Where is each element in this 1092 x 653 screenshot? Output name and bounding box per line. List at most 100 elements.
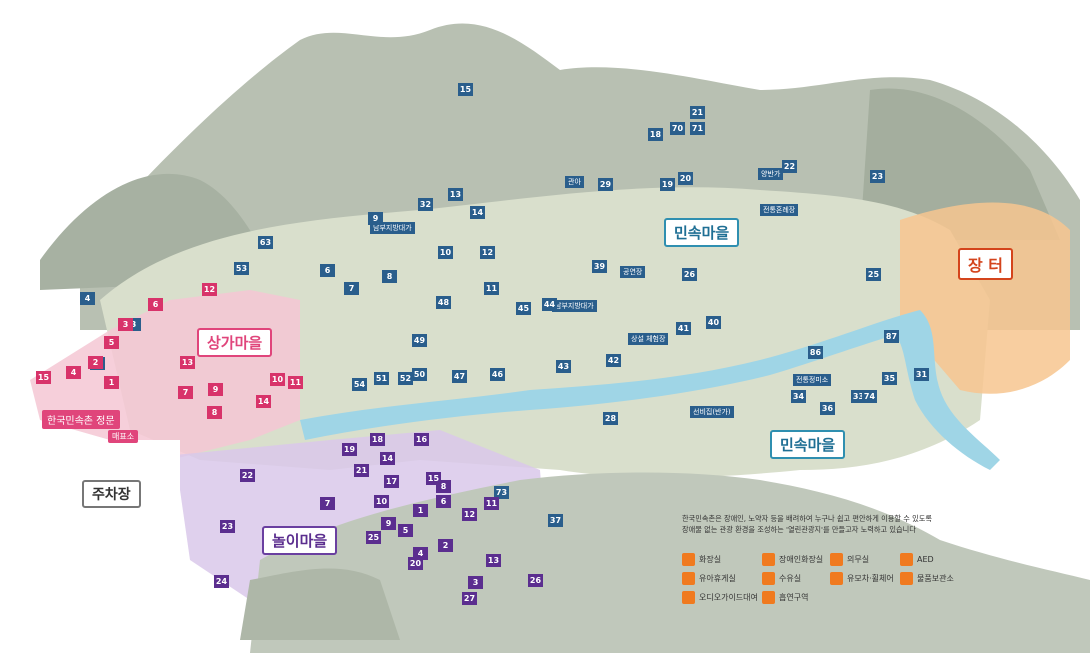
- map-pin-purple[interactable]: 11: [484, 497, 499, 510]
- building-label-south-house[interactable]: 남부지방대가: [370, 222, 415, 234]
- zone-label-parking[interactable]: 주차장: [82, 480, 141, 508]
- map-pin-pink[interactable]: 5: [104, 336, 119, 349]
- map-pin-purple[interactable]: 19: [342, 443, 357, 456]
- map-pin-blue[interactable]: 9: [368, 212, 383, 225]
- map-pin-blue[interactable]: 26: [682, 268, 697, 281]
- map-pin-blue[interactable]: 11: [484, 282, 499, 295]
- building-label-south-house-2[interactable]: 남부지방대가: [552, 300, 597, 312]
- map-pin-purple[interactable]: 9: [381, 517, 396, 530]
- map-pin-blue[interactable]: 40: [706, 316, 721, 329]
- map-pin-blue[interactable]: 25: [866, 268, 881, 281]
- zone-label-minsok-top[interactable]: 민속마을: [664, 218, 740, 247]
- map-pin-blue[interactable]: 13: [448, 188, 463, 201]
- map-pin-blue[interactable]: 39: [592, 260, 607, 273]
- map-pin-blue[interactable]: 74: [862, 390, 877, 403]
- map-pin-purple[interactable]: 6: [436, 495, 451, 508]
- map-pin-purple[interactable]: 4: [413, 547, 428, 560]
- map-pin-blue[interactable]: 87: [884, 330, 899, 343]
- map-pin-blue[interactable]: 31: [914, 368, 929, 381]
- map-pin-blue[interactable]: 51: [374, 372, 389, 385]
- map-pin-blue[interactable]: 10: [438, 246, 453, 259]
- map-pin-blue[interactable]: 19: [660, 178, 675, 191]
- map-pin-purple[interactable]: 12: [462, 508, 477, 521]
- map-pin-blue[interactable]: 6: [320, 264, 335, 277]
- map-pin-blue[interactable]: 32: [418, 198, 433, 211]
- map-pin-blue[interactable]: 15: [458, 83, 473, 96]
- building-label-seonbi[interactable]: 선비집(반가): [690, 406, 734, 418]
- map-pin-blue[interactable]: 18: [648, 128, 663, 141]
- map-pin-blue[interactable]: 52: [398, 372, 413, 385]
- map-pin-blue[interactable]: 28: [603, 412, 618, 425]
- map-pin-pink[interactable]: 15: [36, 371, 51, 384]
- map-pin-purple[interactable]: 18: [370, 433, 385, 446]
- map-pin-purple[interactable]: 23: [220, 520, 235, 533]
- map-pin-pink[interactable]: 2: [88, 356, 103, 369]
- zone-label-sangga[interactable]: 상가마을: [197, 328, 273, 357]
- map-pin-blue[interactable]: 29: [598, 178, 613, 191]
- map-pin-blue[interactable]: 36: [820, 402, 835, 415]
- map-pin-purple[interactable]: 5: [398, 524, 413, 537]
- map-pin-blue[interactable]: 54: [352, 378, 367, 391]
- map-pin-blue[interactable]: 49: [412, 334, 427, 347]
- map-pin-purple[interactable]: 3: [468, 576, 483, 589]
- map-pin-blue[interactable]: 8: [382, 270, 397, 283]
- map-pin-purple[interactable]: 20: [408, 557, 423, 570]
- building-label-experience[interactable]: 상설 체험장: [628, 333, 669, 345]
- map-pin-blue[interactable]: 63: [258, 236, 273, 249]
- map-pin-pink[interactable]: 14: [256, 395, 271, 408]
- map-pin-pink[interactable]: 12: [202, 283, 217, 296]
- building-label-wedding[interactable]: 전통혼례장: [760, 204, 799, 216]
- map-pin-blue[interactable]: 41: [676, 322, 691, 335]
- map-pin-blue[interactable]: 7: [344, 282, 359, 295]
- map-pin-purple[interactable]: 22: [240, 469, 255, 482]
- map-pin-blue[interactable]: 46: [490, 368, 505, 381]
- map-pin-purple[interactable]: 24: [214, 575, 229, 588]
- map-pin-purple[interactable]: 2: [438, 539, 453, 552]
- map-pin-blue[interactable]: 42: [606, 354, 621, 367]
- map-pin-purple[interactable]: 10: [374, 495, 389, 508]
- map-pin-pink[interactable]: 4: [66, 366, 81, 379]
- map-pin-blue[interactable]: 48: [436, 296, 451, 309]
- map-pin-blue[interactable]: 14: [470, 206, 485, 219]
- map-pin-blue[interactable]: 37: [548, 514, 563, 527]
- zone-label-nori[interactable]: 놀이마을: [262, 526, 338, 555]
- map-pin-purple[interactable]: 21: [354, 464, 369, 477]
- zone-label-minsok-bottom[interactable]: 민속마을: [770, 430, 846, 459]
- map-pin-pink[interactable]: 6: [148, 298, 163, 311]
- map-pin-blue[interactable]: 86: [808, 346, 823, 359]
- map-pin-purple[interactable]: 26: [528, 574, 543, 587]
- building-label-gwana[interactable]: 관아: [565, 176, 584, 188]
- map-pin-blue[interactable]: 45: [516, 302, 531, 315]
- map-pin-blue[interactable]: 73: [494, 486, 509, 499]
- map-pin-blue[interactable]: 47: [452, 370, 467, 383]
- map-pin-blue[interactable]: 43: [556, 360, 571, 373]
- map-pin-purple[interactable]: 27: [462, 592, 477, 605]
- ticket-office-label[interactable]: 매표소: [108, 430, 139, 443]
- map-pin-purple[interactable]: 14: [380, 452, 395, 465]
- building-label-yangban[interactable]: 양반가: [758, 168, 784, 180]
- map-pin-pink[interactable]: 10: [270, 373, 285, 386]
- map-pin-pink[interactable]: 9: [208, 383, 223, 396]
- map-pin-purple[interactable]: 15: [426, 472, 441, 485]
- map-pin-purple[interactable]: 13: [486, 554, 501, 567]
- map-pin-pink[interactable]: 7: [178, 386, 193, 399]
- map-pin-purple[interactable]: 25: [366, 531, 381, 544]
- building-label-stage[interactable]: 공연장: [620, 266, 646, 278]
- map-pin-blue[interactable]: 4: [80, 292, 95, 305]
- map-pin-blue[interactable]: 35: [882, 372, 897, 385]
- map-pin-blue[interactable]: 71: [690, 122, 705, 135]
- map-pin-blue[interactable]: 22: [782, 160, 797, 173]
- map-pin-blue[interactable]: 44: [542, 298, 557, 311]
- map-pin-blue[interactable]: 70: [670, 122, 685, 135]
- map-pin-pink[interactable]: 13: [180, 356, 195, 369]
- map-pin-pink[interactable]: 3: [118, 318, 133, 331]
- map-pin-blue[interactable]: 34: [791, 390, 806, 403]
- map-pin-blue[interactable]: 21: [690, 106, 705, 119]
- main-gate-label[interactable]: 한국민속촌 정문: [42, 410, 120, 429]
- map-pin-purple[interactable]: 17: [384, 475, 399, 488]
- zone-label-jangteo[interactable]: 장 터: [958, 248, 1014, 280]
- map-pin-blue[interactable]: 12: [480, 246, 495, 259]
- map-pin-blue[interactable]: 50: [412, 368, 427, 381]
- map-pin-purple[interactable]: 16: [414, 433, 429, 446]
- map-pin-blue[interactable]: 20: [678, 172, 693, 185]
